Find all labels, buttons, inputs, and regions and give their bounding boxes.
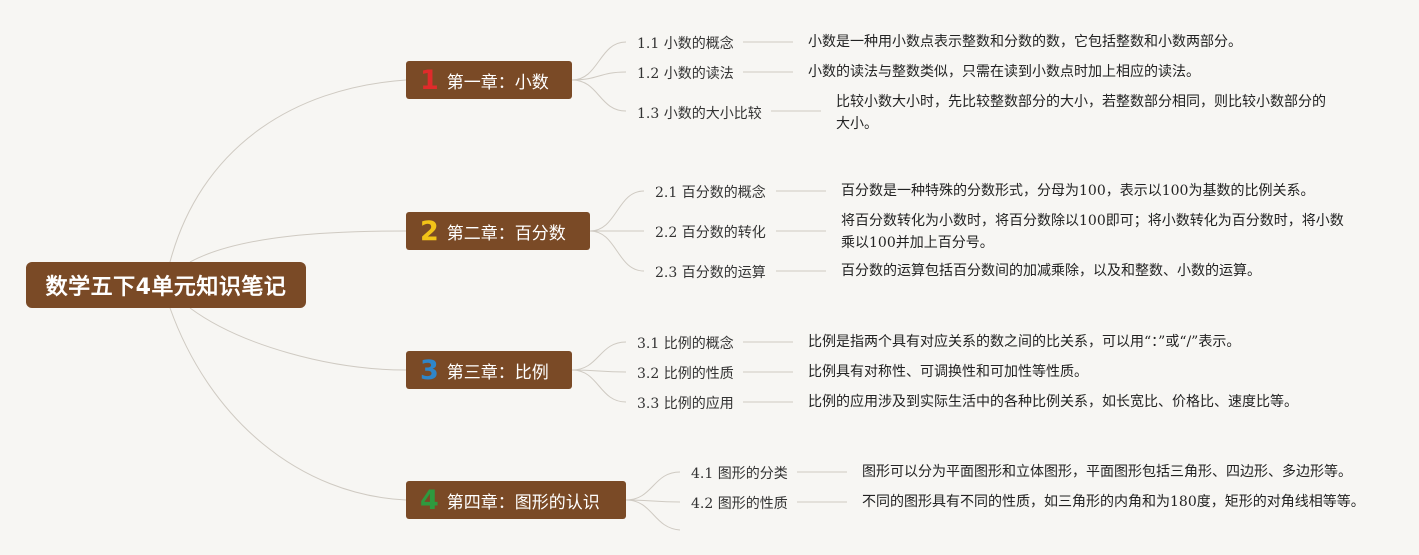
chapter-2-node[interactable]: 2 第二章：百分数: [406, 212, 590, 250]
link-chapter-1-topic-1: [571, 41, 627, 81]
chapter-3-number-icon: 3: [420, 354, 439, 386]
topic-3-2[interactable]: 3.2 比例的性质: [637, 366, 734, 382]
link-root-chapter-3: [189, 307, 407, 371]
link-chapter-4-topic-1: [625, 471, 681, 501]
link-chapter-4-tail: [625, 499, 681, 531]
chapter-1-label: 第一章：小数: [446, 72, 549, 93]
topic-2-1[interactable]: 2.1 百分数的概念: [655, 185, 766, 201]
link-root-chapter-4: [169, 307, 407, 501]
link-root-chapter-2: [189, 230, 407, 263]
topic-4-1-desc: 图形可以分为平面图形和立体图形，平面图形包括三角形、四边形、多边形等。: [862, 464, 1352, 480]
link-chapter-2-topic-3: [589, 230, 645, 272]
chapter-1-number-icon: 1: [420, 64, 439, 96]
topic-4-2[interactable]: 4.2 图形的性质: [691, 496, 788, 512]
topic-2-2[interactable]: 2.2 百分数的转化: [655, 225, 766, 241]
topic-3-1-desc: 比例是指两个具有对应关系的数之间的比关系，可以用“：”或“/”表示。: [808, 334, 1241, 350]
chapter-4-number-icon: 4: [420, 484, 439, 516]
chapter-1-node[interactable]: 1 第一章：小数: [406, 61, 572, 99]
chapter-3-node[interactable]: 3 第三章：比例: [406, 351, 572, 389]
topic-1-2[interactable]: 1.2 小数的读法: [637, 66, 734, 82]
link-chapter-1-topic-3: [571, 79, 627, 112]
chapter-2-label: 第二章：百分数: [446, 223, 566, 244]
topic-3-1[interactable]: 3.1 比例的概念: [637, 336, 734, 352]
topic-1-3-desc: 比较小数大小时，先比较整数部分的大小，若整数部分相同，则比较小数部分的大小。: [836, 94, 1326, 132]
link-chapter-3-topic-3: [571, 369, 627, 403]
topic-3-3[interactable]: 3.3 比例的应用: [637, 396, 734, 412]
chapter-4-node[interactable]: 4 第四章：图形的认识: [406, 481, 626, 519]
topic-4-2-desc: 不同的图形具有不同的性质，如三角形的内角和为180度，矩形的对角线相等等。: [862, 494, 1365, 510]
topic-2-3[interactable]: 2.3 百分数的运算: [655, 265, 766, 281]
root-node[interactable]: 数学五下4单元知识笔记: [26, 262, 306, 308]
topic-2-1-desc: 百分数是一种特殊的分数形式，分母为100，表示以100为基数的比例关系。: [841, 183, 1315, 199]
topic-2-2-desc: 将百分数转化为小数时，将百分数除以100即可；将小数转化为百分数时，将小数乘以1…: [841, 213, 1344, 251]
topic-1-3[interactable]: 1.3 小数的大小比较: [637, 106, 762, 122]
topic-2-3-desc: 百分数的运算包括百分数间的加减乘除，以及和整数、小数的运算。: [841, 263, 1261, 279]
topic-1-1-desc: 小数是一种用小数点表示整数和分数的数，它包括整数和小数两部分。: [808, 34, 1242, 50]
topic-1-1[interactable]: 1.1 小数的概念: [637, 36, 734, 52]
topic-1-2-desc: 小数的读法与整数类似，只需在读到小数点时加上相应的读法。: [808, 64, 1200, 80]
topic-3-2-desc: 比例具有对称性、可调换性和可加性等性质。: [808, 364, 1088, 380]
link-chapter-3-topic-1: [571, 341, 627, 371]
link-root-chapter-1: [169, 79, 407, 263]
chapter-4-label: 第四章：图形的认识: [446, 492, 600, 513]
link-chapter-2-topic-1: [589, 190, 645, 232]
chapter-3-label: 第三章：比例: [446, 362, 549, 383]
link-chapter-3-topic-2: [571, 369, 627, 373]
root-label: 数学五下4单元知识笔记: [45, 275, 287, 300]
topic-3-3-desc: 比例的应用涉及到实际生活中的各种比例关系，如长宽比、价格比、速度比等。: [808, 394, 1298, 410]
link-chapter-1-topic-2: [571, 71, 627, 81]
chapter-2-number-icon: 2: [420, 215, 439, 247]
topic-4-1[interactable]: 4.1 图形的分类: [691, 466, 788, 482]
